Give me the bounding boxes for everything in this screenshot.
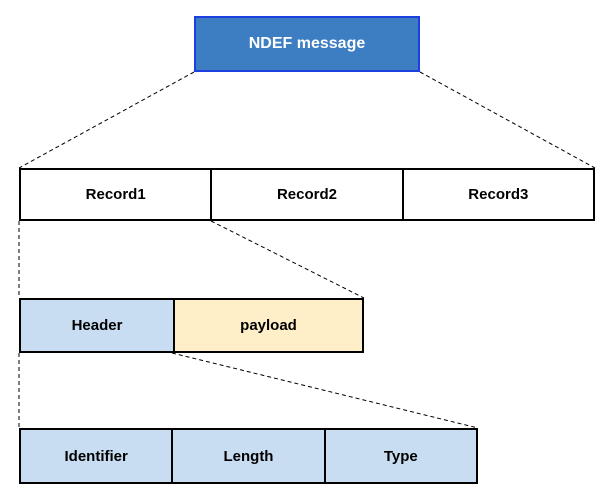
ndef-message-box: NDEF message	[194, 16, 420, 72]
ndef-to-records-left-line	[18, 71, 195, 169]
payload-box: payload	[175, 300, 362, 351]
ndef-to-records-right-line	[419, 71, 596, 169]
record1-to-structure-right-line	[210, 220, 365, 299]
header-fields-row: Identifier Length Type	[19, 428, 478, 484]
identifier-field-box: Identifier	[21, 430, 174, 482]
type-field-box: Type	[383, 447, 418, 465]
header-box: Header	[21, 300, 175, 351]
record-3-box: Record3	[468, 186, 529, 203]
header-to-fields-right-line	[171, 352, 479, 429]
record-1-box: Record1	[21, 170, 213, 219]
record-2-box: Record2	[212, 170, 404, 219]
length-field-box: Length	[173, 430, 326, 482]
record-structure-row: Header payload	[19, 298, 364, 353]
records-row: Record1 Record2 Record3	[19, 168, 595, 221]
